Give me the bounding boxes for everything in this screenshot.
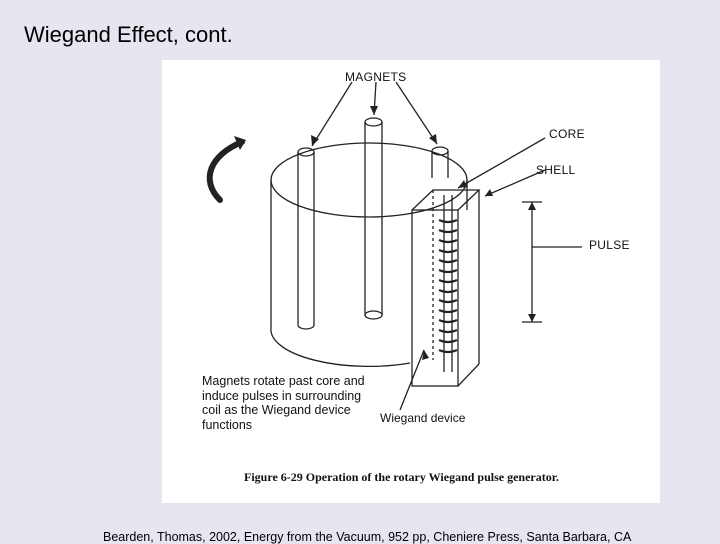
figure-description: Magnets rotate past core and induce puls… xyxy=(202,374,365,432)
wiegand-device-box xyxy=(411,189,481,387)
shell-label: SHELL xyxy=(536,163,576,177)
cylinder-bottom-rim xyxy=(270,327,411,368)
wiegand-generator-diagram xyxy=(206,81,582,411)
arrowheads xyxy=(234,106,536,360)
magnets-label: MAGNETS xyxy=(345,70,407,84)
pointer-lines xyxy=(311,81,546,411)
magnet-rod-left xyxy=(297,147,315,330)
core-coil xyxy=(438,195,458,372)
pulse-bracket xyxy=(522,201,582,323)
pulse-label: PULSE xyxy=(589,238,630,252)
figure-panel: MAGNETS CORE SHELL PULSE Wiegand device … xyxy=(162,60,660,503)
cylinder-top-rim xyxy=(270,142,468,218)
magnet-rod-right xyxy=(431,146,449,178)
magnet-rod-center xyxy=(364,117,383,320)
citation: Bearden, Thomas, 2002, Energy from the V… xyxy=(103,530,632,544)
figure-caption: Figure 6-29 Operation of the rotary Wieg… xyxy=(244,470,559,484)
slide-title: Wiegand Effect, cont. xyxy=(24,22,233,47)
core-label: CORE xyxy=(549,127,585,141)
rotation-arrow xyxy=(206,139,245,203)
wiegand-device-label: Wiegand device xyxy=(380,411,466,425)
